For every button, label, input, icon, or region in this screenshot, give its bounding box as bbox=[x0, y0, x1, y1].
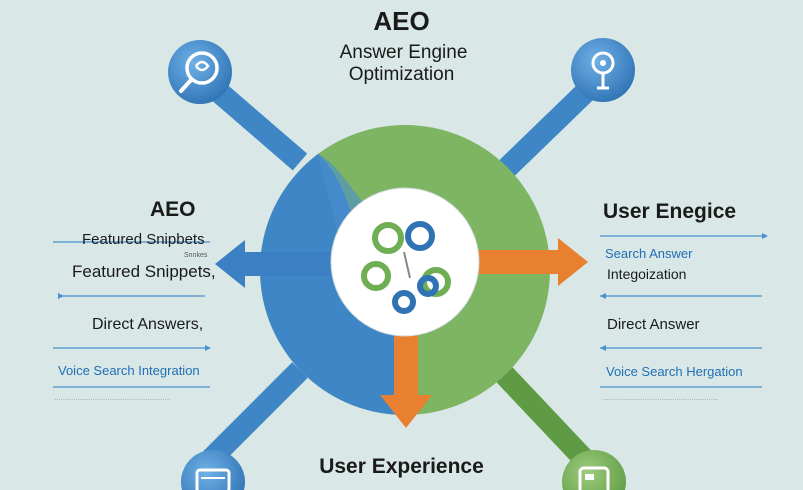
left-item-2: Featured Snippets, bbox=[72, 262, 216, 281]
left-heading: AEO bbox=[150, 198, 196, 221]
left-item-1: Featured Snipbets bbox=[82, 231, 205, 248]
bottom-label: User Experience bbox=[319, 455, 484, 478]
down-big-arrow bbox=[380, 320, 432, 428]
right-connector-arrowheads bbox=[600, 233, 768, 351]
right-tiny-text: ........................................… bbox=[603, 396, 719, 402]
screen-icon bbox=[181, 450, 245, 490]
left-item-3: Direct Answers, bbox=[92, 316, 204, 333]
right-heading: User Enegice bbox=[603, 200, 737, 223]
left-tiny-text: ........................................… bbox=[55, 396, 171, 402]
right-item-4: Voice Search Hergation bbox=[606, 364, 743, 379]
left-small-text: Snnkes bbox=[184, 252, 208, 259]
left-connector-lines bbox=[53, 241, 210, 388]
left-connector-arrowheads bbox=[58, 293, 211, 351]
center-hub bbox=[330, 187, 480, 337]
link-icon bbox=[361, 221, 451, 314]
subtitle-line-1: Answer Engine bbox=[339, 42, 468, 63]
right-item-3: Direct Answer bbox=[607, 316, 700, 333]
search-icon bbox=[168, 40, 232, 104]
right-item-2: Integoization bbox=[607, 266, 687, 282]
device-icon bbox=[562, 450, 626, 490]
page-title: AEO bbox=[373, 6, 430, 36]
left-item-4: Voice Search Integration bbox=[58, 363, 200, 378]
right-connector-lines bbox=[600, 235, 762, 388]
microphone-icon bbox=[571, 38, 635, 102]
right-item-1: Search Answer bbox=[605, 246, 693, 261]
subtitle-line-2: Optimization bbox=[348, 64, 455, 85]
